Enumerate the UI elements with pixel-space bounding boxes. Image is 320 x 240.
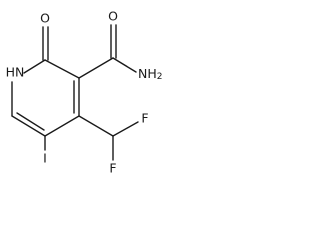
atom-f-top: F (141, 111, 148, 126)
atom-hn: HN (6, 65, 25, 80)
atom-nh2-subscript: 2 (157, 72, 163, 82)
difluoromethyl-group (78, 115, 139, 161)
bond-c5-c6-inner (16, 112, 45, 131)
pyridinone-ring (11, 59, 80, 137)
bond-c4-cf2 (78, 115, 114, 137)
carboxamide-group (78, 24, 137, 79)
bond-c2-c3 (44, 59, 80, 79)
ring-carbonyl (42, 26, 49, 61)
atom-nh2: NH2 (138, 66, 162, 83)
bond-c5-c6-outer (11, 115, 46, 137)
atom-nh2-main: NH (138, 66, 157, 81)
bond-c4-c5 (44, 115, 80, 137)
atom-f-bottom: F (109, 161, 116, 176)
chemical-structure: O O NH2 HN F F I (6, 9, 163, 176)
bond-n-c2 (23, 59, 46, 74)
atom-o-ring: O (40, 11, 50, 26)
atom-o-amide: O (108, 9, 118, 24)
bond-cf2-f-top (112, 121, 139, 137)
atom-iodine: I (43, 151, 47, 166)
bond-c3-camide (78, 57, 114, 79)
bond-camide-n (112, 57, 137, 73)
